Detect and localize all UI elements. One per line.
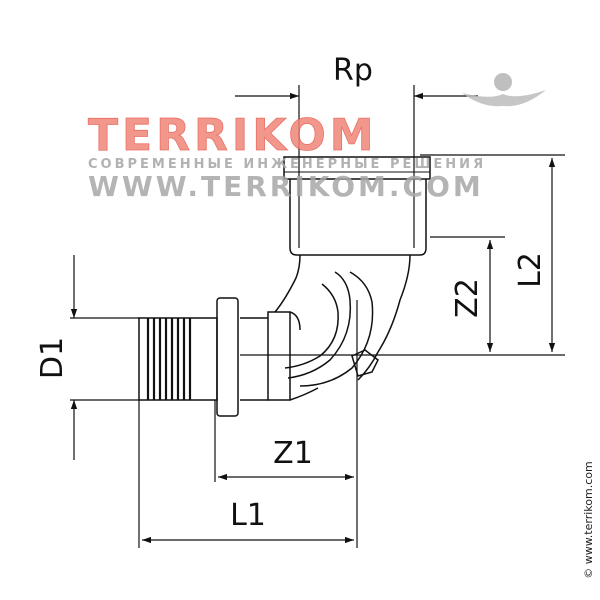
outlet-flange — [216, 297, 239, 417]
label-z2: Z2 — [450, 278, 485, 318]
label-l2: L2 — [513, 252, 548, 288]
label-l1: L1 — [230, 498, 266, 533]
label-d1: D1 — [35, 337, 70, 379]
watermark: TERRIKOM СОВРЕМЕННЫЕ ИНЖЕНЕРНЫЕ РЕШЕНИЯ … — [88, 73, 546, 203]
elbow-inner-passage — [287, 271, 352, 379]
elbow-outer — [274, 254, 301, 313]
thread-ridges — [146, 318, 192, 400]
socket-body — [289, 179, 427, 256]
logo-swoosh-icon — [462, 73, 546, 107]
outlet-body — [267, 311, 291, 401]
socket-top-ring — [283, 156, 431, 180]
watermark-url: WWW.TERRIKOM.COM — [88, 170, 484, 203]
dimension-labels: Rp L2 Z2 D1 Z1 L1 — [35, 53, 548, 533]
elbow-fitting — [138, 156, 431, 417]
copyright-text: © www.terrikom.com — [582, 461, 595, 578]
side-nub — [351, 349, 379, 377]
label-z1: Z1 — [273, 436, 313, 471]
watermark-brand: TERRIKOM — [88, 110, 378, 161]
watermark-tagline: СОВРЕМЕННЫЕ ИНЖЕНЕРНЫЕ РЕШЕНИЯ — [88, 157, 486, 172]
extension-lines — [70, 85, 565, 548]
label-rp: Rp — [333, 53, 373, 88]
